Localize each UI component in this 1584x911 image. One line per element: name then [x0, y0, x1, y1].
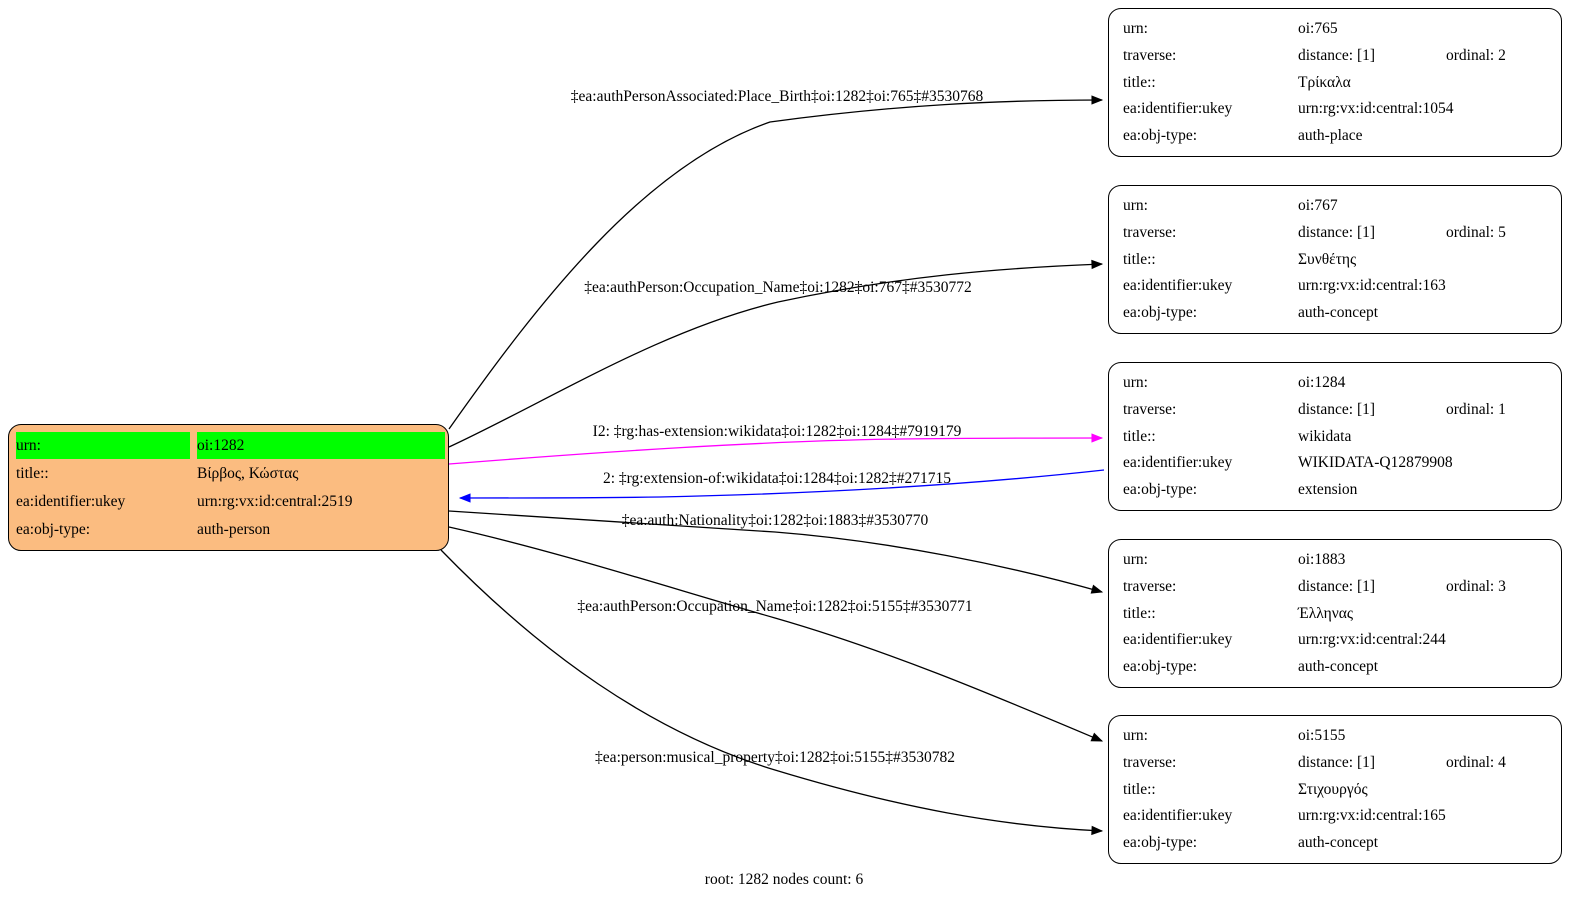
field-label-identifier: ea:identifier:ukey — [16, 493, 126, 510]
node-root-1282: urn: oi:1282 title:: Βίρβος, Κώστας ea:i… — [8, 424, 449, 551]
field-label-title: title:: — [1123, 780, 1156, 798]
edge-occupation-767 — [448, 259, 1104, 448]
field-value-identifier: urn:rg:vx:id:central:2519 — [197, 493, 353, 510]
field-value-title: Συνθέτης — [1298, 250, 1357, 268]
field-label-objtype: ea:obj-type: — [16, 521, 91, 538]
graph-footer: root: 1282 nodes count: 6 — [704, 871, 864, 888]
field-label-title: title:: — [16, 465, 49, 482]
field-label-identifier: ea:identifier:ukey — [1123, 807, 1233, 825]
field-label-urn: urn: — [1123, 551, 1148, 568]
field-label-objtype: ea:obj-type: — [1123, 304, 1198, 321]
field-value-identifier: urn:rg:vx:id:central:165 — [1298, 807, 1446, 825]
root-row-urn: urn: oi:1282 — [16, 432, 445, 459]
field-value-objtype: auth-concept — [1298, 658, 1379, 675]
field-label-objtype: ea:obj-type: — [1123, 834, 1198, 851]
edge-label-occupation-5155: ‡ea:authPerson:Occupation_Name‡oi:1282‡o… — [577, 598, 973, 615]
edge-label-has-extension: I2: ‡rg:has-extension:wikidata‡oi:1282‡o… — [592, 423, 962, 440]
field-value-urn: oi:767 — [1298, 197, 1338, 214]
field-value-urn: oi:765 — [1298, 20, 1338, 37]
field-value-ordinal: ordinal: 5 — [1446, 223, 1506, 241]
field-label-identifier: ea:identifier:ukey — [1123, 454, 1233, 472]
field-value-distance: distance: [1] — [1298, 577, 1376, 595]
edge-place-birth — [448, 95, 1104, 430]
field-value-objtype: auth-place — [1298, 127, 1363, 144]
edge-label-occupation-767: ‡ea:authPerson:Occupation_Name‡oi:1282‡o… — [584, 279, 972, 296]
field-value-ordinal: ordinal: 1 — [1446, 400, 1506, 418]
field-value-distance: distance: [1] — [1298, 46, 1376, 64]
field-label-urn: urn: — [1123, 727, 1148, 744]
root-row-objtype: ea:obj-type: auth-person — [16, 516, 442, 543]
field-value-urn: oi:1883 — [1298, 551, 1346, 568]
field-label-identifier: ea:identifier:ukey — [1123, 277, 1233, 295]
field-label-title: title:: — [1123, 73, 1156, 91]
field-label-objtype: ea:obj-type: — [1123, 481, 1198, 498]
field-value-objtype: auth-concept — [1298, 304, 1379, 321]
node-oi-765: urn: oi:765 traverse: distance: [1] ordinal… — [1108, 8, 1562, 157]
field-value-title: Έλληνας — [1298, 604, 1354, 622]
field-label-traverse: traverse: — [1123, 223, 1177, 241]
field-label-traverse: traverse: — [1123, 577, 1177, 595]
edge-occupation-5155 — [448, 526, 1104, 742]
root-row-identifier: ea:identifier:ukey urn:rg:vx:id:central:… — [16, 488, 442, 515]
field-label-traverse: traverse: — [1123, 46, 1177, 64]
edge-nationality — [448, 510, 1104, 594]
node-oi-5155: urn: oi:5155 traverse: distance: [1] ordina… — [1108, 715, 1562, 864]
field-value-distance: distance: [1] — [1298, 223, 1376, 241]
node-oi-767: urn: oi:767 traverse: distance: [1] ordinal… — [1108, 185, 1562, 334]
field-value-urn: oi:5155 — [1298, 727, 1346, 744]
field-value-distance: distance: [1] — [1298, 753, 1376, 771]
field-value-urn: oi:1282 — [197, 432, 445, 459]
field-label-traverse: traverse: — [1123, 753, 1177, 771]
edge-has-extension — [448, 433, 1104, 465]
edge-label-musical-property: ‡ea:person:musical_property‡oi:1282‡oi:5… — [595, 749, 955, 766]
field-value-title: Στιχουργός — [1298, 780, 1368, 798]
field-value-urn: oi:1284 — [1298, 374, 1346, 391]
field-value-distance: distance: [1] — [1298, 400, 1376, 418]
field-value-identifier: urn:rg:vx:id:central:244 — [1298, 631, 1446, 649]
edge-label-nationality: ‡ea:auth:Nationality‡oi:1282‡oi:1883‡#35… — [621, 512, 929, 529]
field-label-objtype: ea:obj-type: — [1123, 127, 1198, 144]
field-value-objtype: auth-person — [197, 521, 271, 538]
field-value-ordinal: ordinal: 4 — [1446, 753, 1506, 771]
field-label-identifier: ea:identifier:ukey — [1123, 100, 1233, 118]
field-value-ordinal: ordinal: 3 — [1446, 577, 1506, 595]
edge-extension-of — [458, 469, 1105, 503]
edge-label-extension-of: 2: ‡rg:extension-of:wikidata‡oi:1284‡oi:… — [602, 470, 952, 487]
field-label-urn: urn: — [1123, 20, 1148, 37]
field-label-identifier: ea:identifier:ukey — [1123, 631, 1233, 649]
field-value-identifier: urn:rg:vx:id:central:1054 — [1298, 100, 1454, 118]
field-label-urn: urn: — [1123, 374, 1148, 391]
field-value-objtype: auth-concept — [1298, 834, 1379, 851]
field-label-title: title:: — [1123, 604, 1156, 622]
edge-musical-property — [440, 549, 1104, 836]
field-value-title: Βίρβος, Κώστας — [197, 465, 299, 482]
node-oi-1883: urn: oi:1883 traverse: distance: [1] ordina… — [1108, 539, 1562, 688]
node-oi-1284: urn: oi:1284 traverse: distance: [1] ordina… — [1108, 362, 1562, 511]
field-value-title: Τρίκαλα — [1298, 73, 1351, 91]
field-value-ordinal: ordinal: 2 — [1446, 46, 1506, 64]
field-label-title: title:: — [1123, 250, 1156, 268]
field-value-identifier: urn:rg:vx:id:central:163 — [1298, 277, 1446, 295]
field-label-objtype: ea:obj-type: — [1123, 658, 1198, 675]
field-label-traverse: traverse: — [1123, 400, 1177, 418]
field-value-title: wikidata — [1298, 427, 1352, 445]
field-label-urn: urn: — [16, 432, 190, 459]
field-value-identifier: WIKIDATA-Q12879908 — [1298, 454, 1453, 472]
edge-label-place-birth: ‡ea:authPersonAssociated:Place_Birth‡oi:… — [570, 88, 984, 105]
field-label-title: title:: — [1123, 427, 1156, 445]
root-row-title: title:: Βίρβος, Κώστας — [16, 460, 442, 487]
field-label-urn: urn: — [1123, 197, 1148, 214]
field-value-objtype: extension — [1298, 481, 1358, 498]
